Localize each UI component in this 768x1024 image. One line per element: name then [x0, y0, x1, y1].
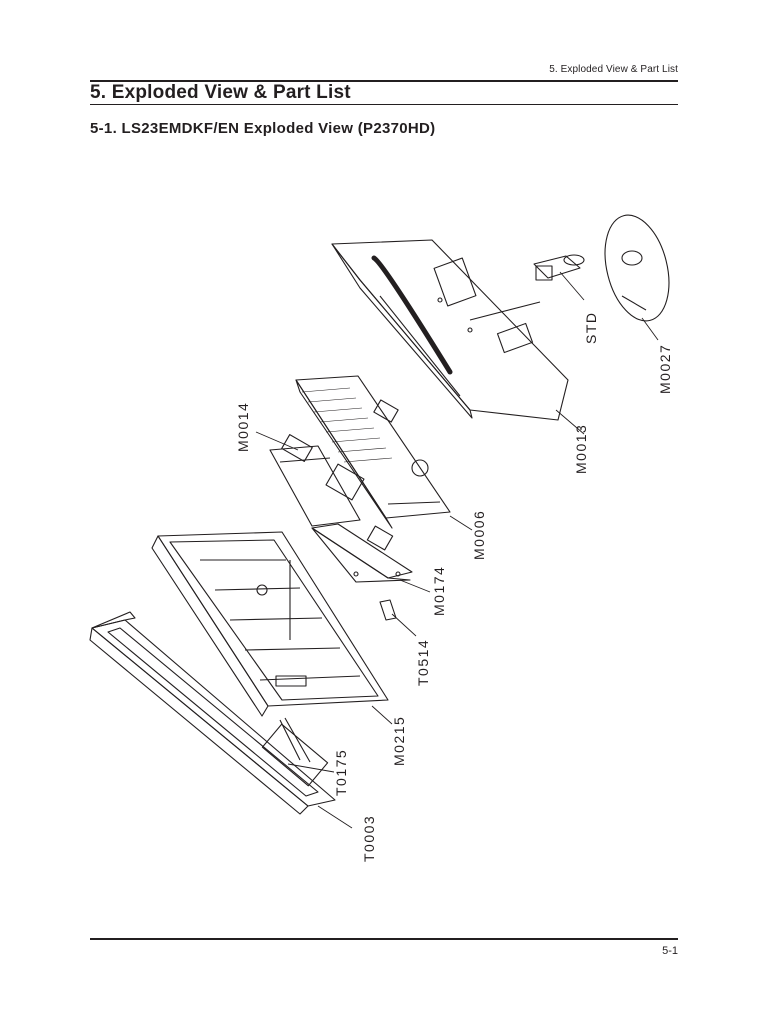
callout-t0003: T0003 [361, 815, 377, 862]
running-header: 5. Exploded View & Part List [549, 64, 678, 75]
section-title: 5. Exploded View & Part List [90, 82, 351, 103]
footer-rule [90, 938, 678, 940]
main-board-part [311, 523, 413, 583]
callout-m0013: M0013 [573, 424, 589, 474]
stand-neck-part [533, 254, 585, 281]
rear-cover-part [331, 239, 569, 421]
callout-m0006: M0006 [471, 510, 487, 560]
front-bezel-part [89, 611, 336, 815]
callout-m0027: M0027 [657, 344, 673, 394]
leader-lines [255, 271, 659, 829]
callout-t0175: T0175 [333, 749, 349, 796]
callout-t0514: T0514 [415, 639, 431, 686]
clip-part [379, 599, 397, 621]
callout-m0215: M0215 [391, 716, 407, 766]
power-board-part [295, 375, 451, 529]
callout-m0174: M0174 [431, 566, 447, 616]
subsection-title: 5-1. LS23EMDKF/EN Exploded View (P2370HD… [90, 120, 436, 137]
bracket-part [269, 434, 361, 527]
page-number: 5-1 [662, 945, 678, 957]
callout-m0014: M0014 [235, 402, 251, 452]
title-underline [90, 104, 678, 105]
middle-frame-part [151, 531, 389, 717]
title-rule [90, 80, 678, 82]
stand-base-part [604, 214, 670, 322]
callout-std: STD [583, 312, 599, 345]
